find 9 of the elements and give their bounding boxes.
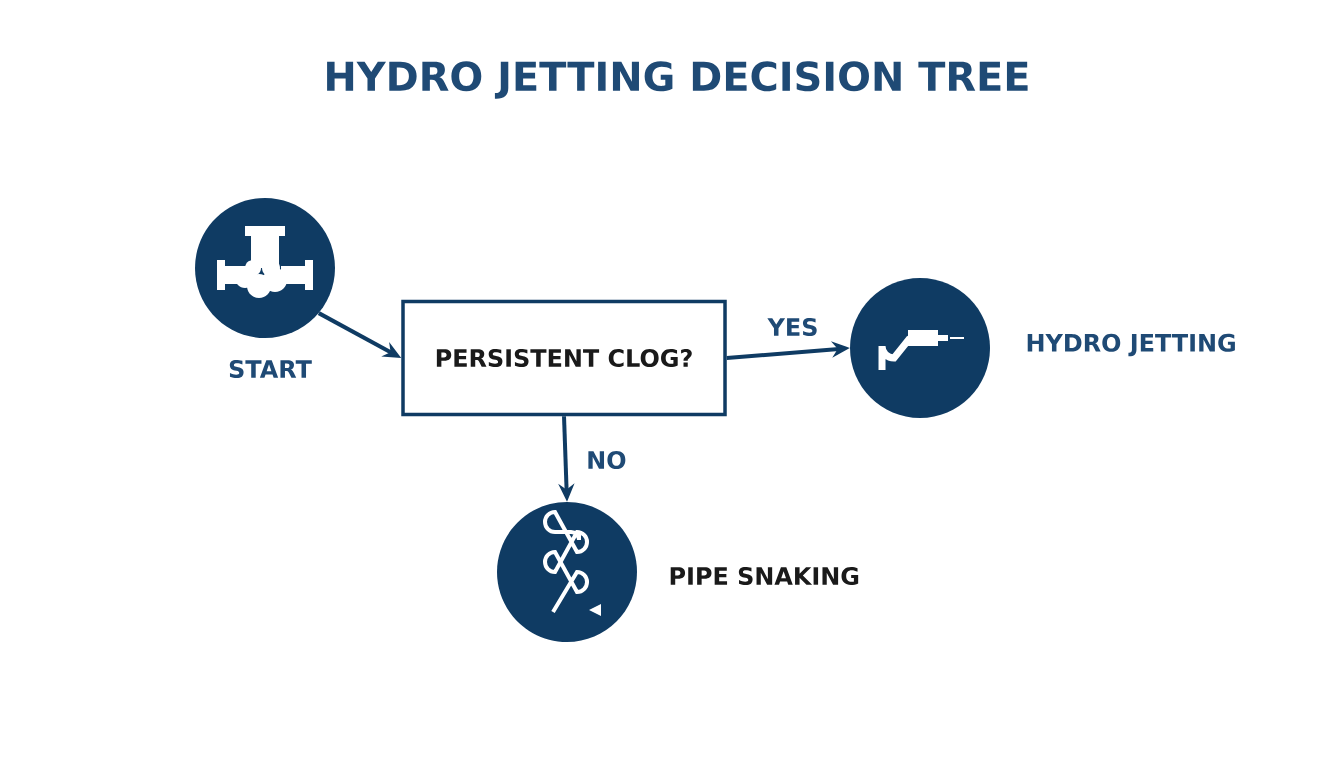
node-caption: START bbox=[229, 359, 312, 379]
icon-circle bbox=[497, 502, 637, 642]
edge-label: NO bbox=[584, 448, 629, 472]
decision-box: PERSISTENT CLOG? bbox=[401, 299, 727, 417]
edge-label: YES bbox=[765, 315, 821, 339]
icon-circle bbox=[850, 278, 990, 418]
node-caption: PIPE SNAKING bbox=[670, 566, 859, 586]
node-caption: HYDRO JETTING bbox=[1027, 333, 1235, 357]
title: HYDRO JETTING DECISION TREE bbox=[327, 61, 1028, 99]
